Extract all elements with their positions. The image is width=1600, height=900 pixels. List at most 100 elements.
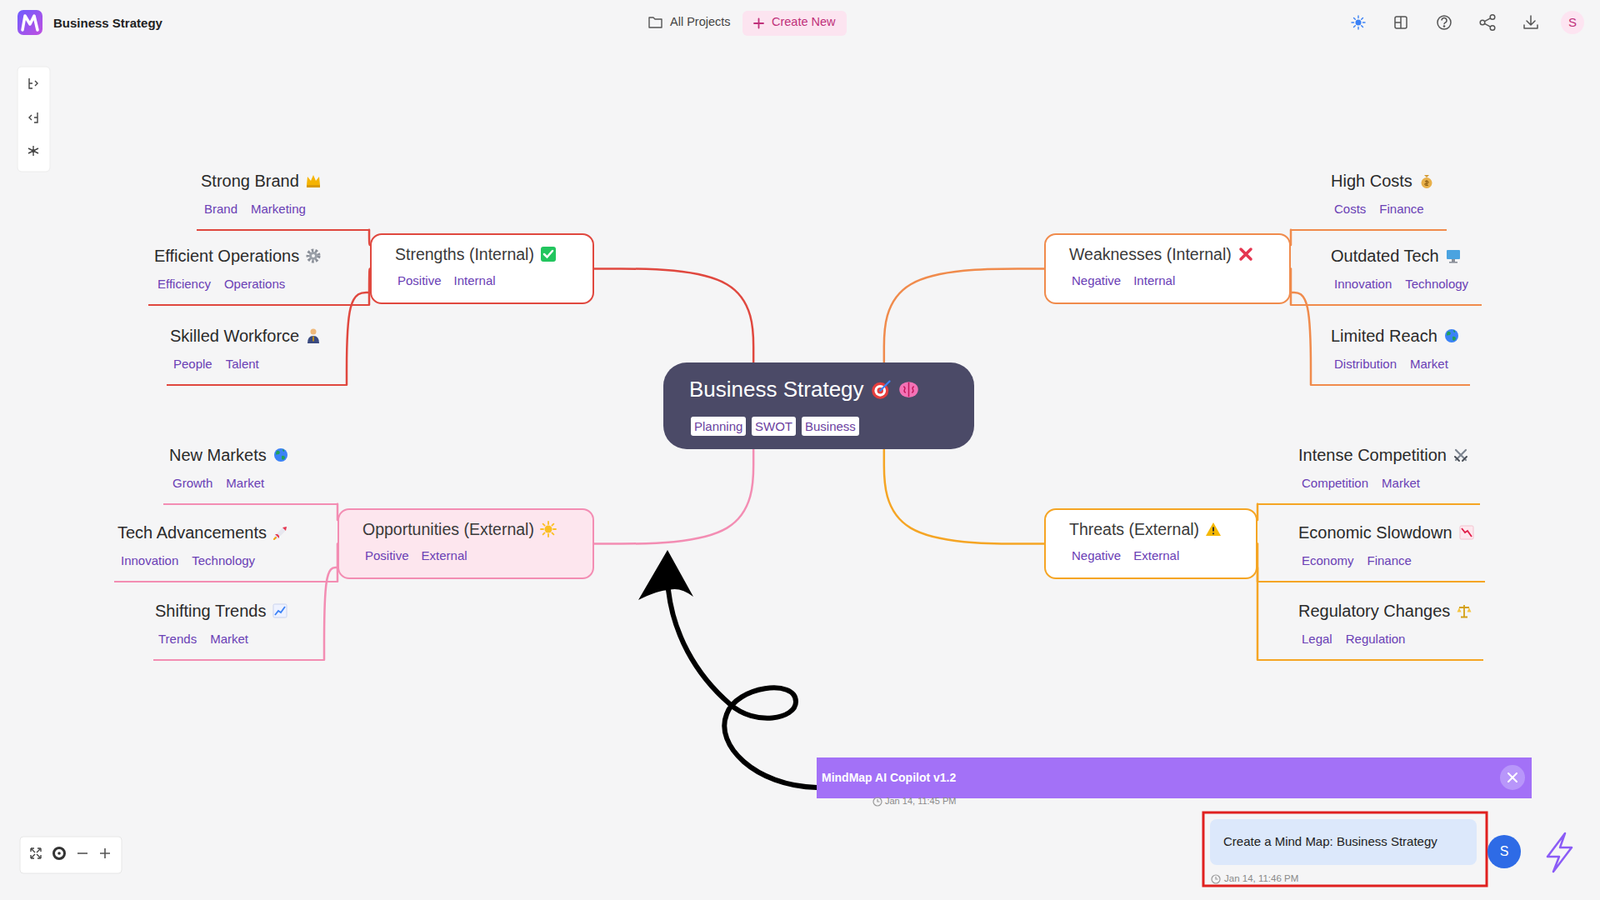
topic-row: Skilled Workforce	[170, 325, 347, 347]
layout-icon-part	[1395, 16, 1407, 29]
download-icon	[1524, 15, 1538, 29]
leaf-topic: Limited ReachDistributionMarket	[1310, 321, 1470, 386]
side-toolbar-part	[17, 66, 50, 172]
tag-text: Efficiency	[154, 276, 211, 291]
emoji-icon	[540, 245, 557, 263]
tag-text: Innovation	[1330, 276, 1392, 291]
emoji-icon	[305, 327, 322, 345]
emoji-icon-part	[1446, 250, 1460, 260]
tag-row: Economy Finance	[1298, 552, 1485, 570]
branch-box: Opportunities (External)PositiveExternal	[337, 508, 595, 580]
emoji-icon-part	[307, 335, 320, 344]
leaf-topic: High CostsCostsFinance	[1290, 166, 1447, 231]
copilot-bar	[816, 757, 1532, 799]
tag-row: LegalRegulation	[1298, 630, 1484, 648]
tag-row: PeopleTalent	[170, 355, 347, 373]
tag-text: Finance	[1364, 553, 1412, 568]
topic-title: Regulatory Changes	[1298, 601, 1450, 621]
theme-icon	[1351, 15, 1365, 30]
tag-text: Business	[805, 419, 856, 434]
tag-row: PositiveInternal	[395, 272, 593, 290]
create-button-part	[754, 19, 764, 29]
emoji-icon	[540, 520, 557, 538]
tag-row: Innovation Technology	[1330, 275, 1482, 293]
theme-icon-part	[1355, 20, 1362, 26]
zoom-controls	[20, 836, 122, 874]
button-text: Create New	[771, 15, 836, 30]
tag-text: Planning	[694, 419, 743, 434]
topic-title: Shifting Trends	[155, 601, 266, 621]
annotation-arrow-part	[638, 550, 694, 600]
topic-row: Strengths (Internal)	[395, 243, 593, 265]
emoji-icon-part	[1449, 261, 1458, 264]
tag-text: Positive	[362, 548, 410, 563]
clock-icon	[873, 797, 882, 806]
tag-text: Market	[1406, 356, 1449, 371]
app-title: Business Strategy	[53, 15, 163, 30]
topic-title: Opportunities (External)	[362, 520, 535, 540]
topic-row: Efficient Operations	[154, 245, 370, 267]
emoji-icon	[1418, 172, 1435, 190]
branch-connector	[1290, 292, 1311, 385]
emoji-icon	[271, 602, 289, 620]
emoji-icon-part	[1420, 177, 1432, 189]
tag-row: Competition Market	[1298, 475, 1480, 492]
emoji-icon-part	[308, 250, 320, 262]
emoji-icon	[1452, 446, 1470, 464]
tag-row: GrowthMarket	[169, 475, 338, 492]
zoom-controls-part	[77, 852, 88, 855]
emoji-icon-part	[275, 534, 280, 539]
leaf-topic: Tech AdvancementsInnovationTechnology	[114, 518, 338, 583]
tag-text: Internal	[1130, 273, 1175, 288]
topic-row: Opportunities (External)	[362, 518, 593, 540]
tag-text: Regulation	[1342, 631, 1406, 646]
leaf-topic: Shifting TrendsTrendsMarket	[153, 596, 325, 661]
topic-row: Strong Brand	[200, 170, 370, 192]
tag-text: Market	[1378, 475, 1420, 490]
branch-box: Weaknesses (Internal)NegativeInternal	[1044, 233, 1291, 305]
tag-text: Competition	[1298, 475, 1369, 490]
emoji-icon-part	[275, 449, 285, 460]
topic-title: Strengths (Internal)	[395, 245, 535, 265]
leaf-topic: Skilled WorkforcePeopleTalent	[166, 321, 347, 386]
side-toolbar	[17, 66, 50, 172]
tag-text: Technology	[1401, 276, 1469, 291]
tag-row: NegativeExternal	[1069, 547, 1256, 565]
emoji-icon-part	[1455, 456, 1467, 461]
topic-title: Limited Reach	[1330, 326, 1438, 346]
share-icon-part	[1490, 15, 1495, 20]
branch-connector	[884, 449, 1045, 545]
topic-row: Intense Competition	[1298, 444, 1480, 466]
emoji-icon	[1205, 520, 1222, 538]
emoji-icon-part	[1451, 259, 1455, 262]
tag-text: Economy	[1298, 553, 1355, 568]
tag-row: DistributionMarket	[1330, 355, 1470, 373]
leaf-topic: Regulatory ChangesLegalRegulation	[1257, 596, 1484, 661]
emoji-icon-part	[1460, 525, 1474, 540]
topic-row: Threats (External)	[1069, 518, 1256, 540]
topic-title: Intense Competition	[1298, 445, 1447, 465]
side-toolbar-part	[31, 149, 35, 153]
panel-title: MindMap AI Copilot v1.2	[821, 770, 956, 785]
emoji-icon-part	[312, 336, 315, 342]
layout-icon	[1395, 16, 1407, 29]
zoom-controls-part	[100, 848, 110, 859]
emoji-icon	[1455, 602, 1473, 620]
branch-box: Strengths (Internal) PositiveInternal	[370, 233, 595, 305]
lightning-icon	[1547, 833, 1572, 872]
topic-row: High Costs	[1330, 170, 1447, 192]
tag-row: TrendsMarket	[155, 630, 325, 648]
tag-text: External	[1130, 548, 1180, 563]
zoom-controls-part	[57, 851, 61, 855]
emoji-icon	[1458, 524, 1475, 541]
create-button	[742, 10, 847, 36]
branch-connector	[346, 292, 370, 385]
tag-text: Finance	[1375, 201, 1424, 216]
emoji-icon-part	[544, 525, 552, 534]
emoji-icon-part	[1455, 450, 1466, 460]
emoji-icon	[305, 247, 322, 265]
folder-icon	[649, 17, 662, 28]
emoji-icon	[1445, 247, 1462, 265]
tag-row: CostsFinance	[1330, 200, 1447, 218]
